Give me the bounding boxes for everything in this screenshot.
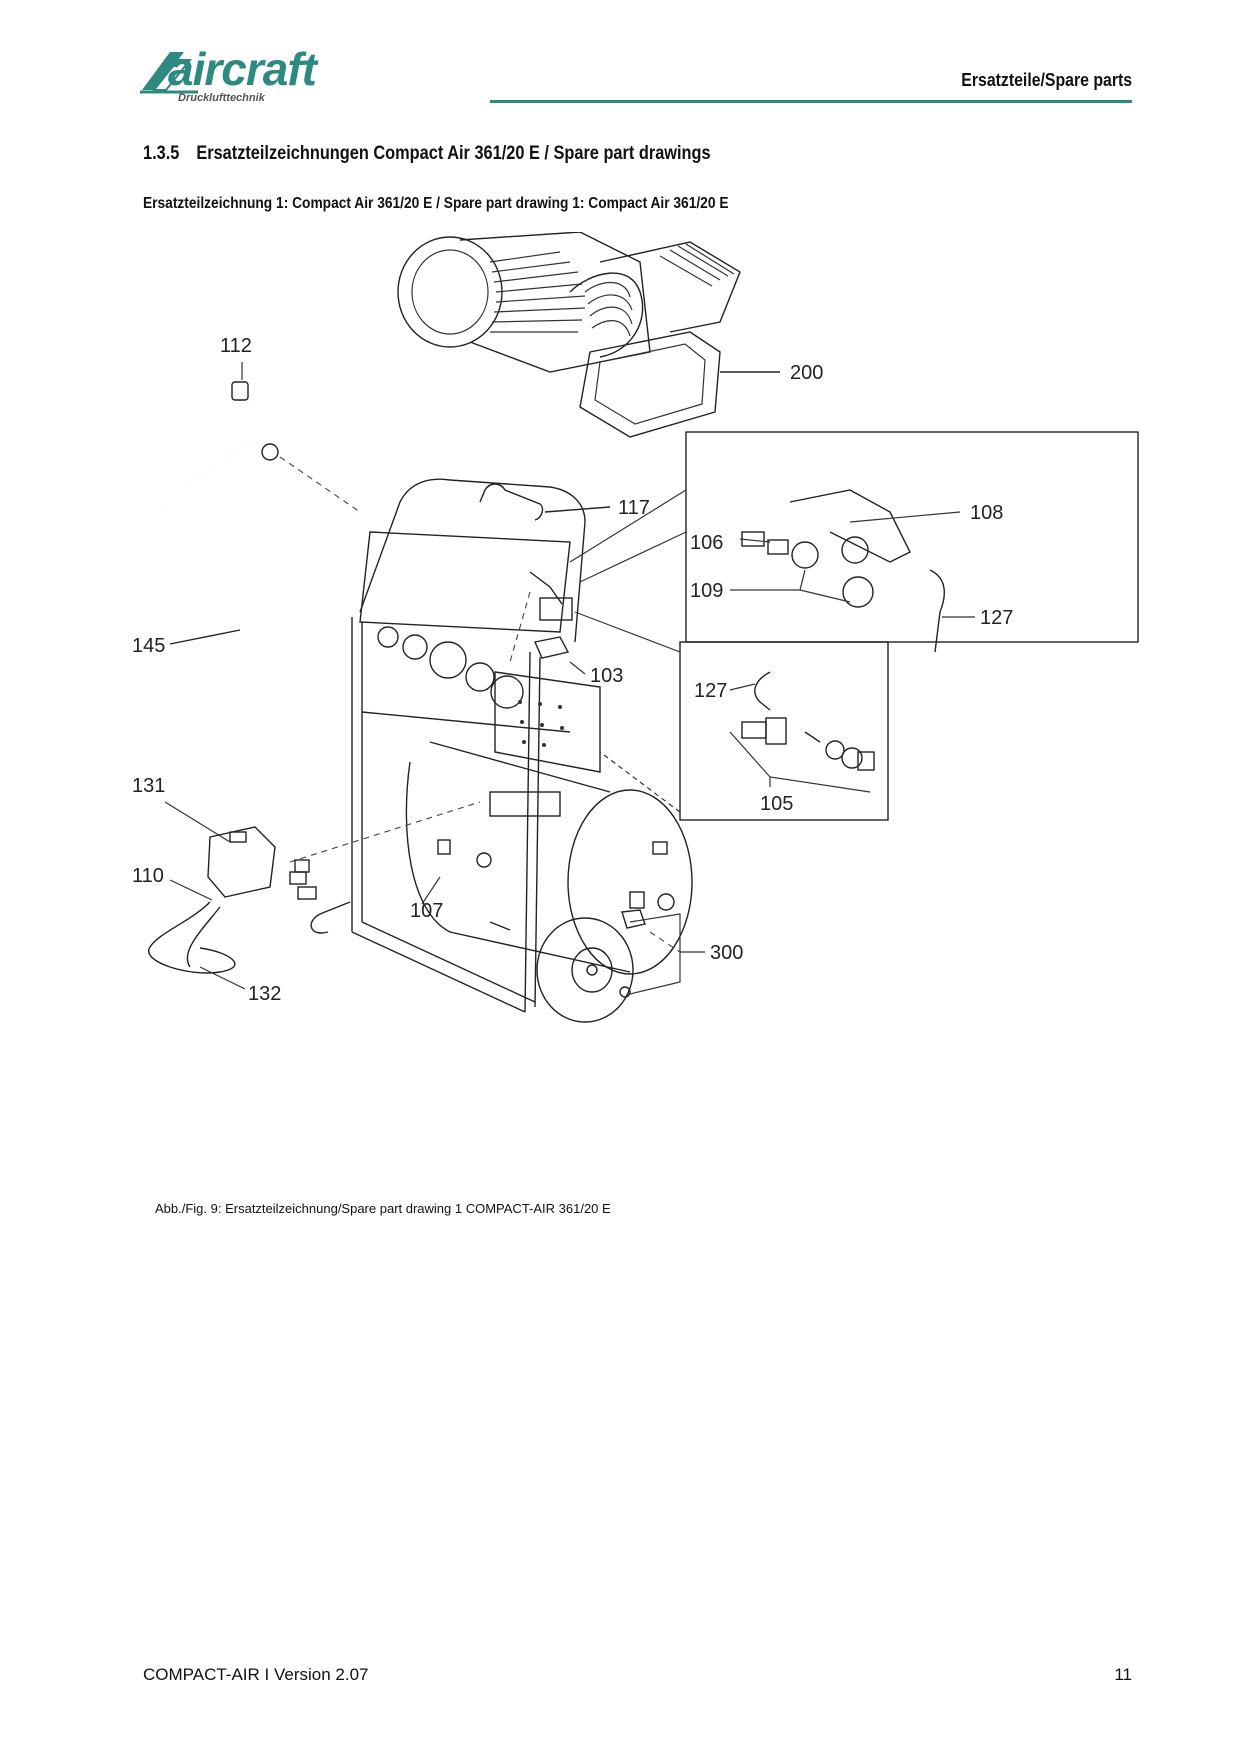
motor-pump-unit: 200 [397, 232, 823, 438]
section-number: 1.3.5 [143, 143, 180, 164]
part-label-127-top: 127 [980, 607, 1013, 629]
logo-wordmark: aircraft [168, 43, 317, 95]
spare-part-drawing: 200 112 145 [132, 232, 1139, 1023]
power-cable-132: 110 132 [132, 865, 281, 1005]
section-title: Ersatzteilzeichnungen Compact Air 361/20… [196, 143, 711, 164]
air-tank [405, 671, 693, 975]
part-label-109: 109 [690, 580, 723, 602]
footer-version: COMPACT-AIR I Version 2.07 [143, 1665, 369, 1684]
part-label-110: 110 [132, 865, 164, 887]
part-label-127-mid: 127 [694, 680, 727, 702]
part-label-300: 300 [710, 942, 743, 964]
header-divider [490, 100, 1132, 103]
figure-caption: Abb./Fig. 9: Ersatzteilzeichnung/Spare p… [155, 1201, 611, 1216]
part-label-108: 108 [970, 502, 1003, 524]
logo-mark-icon [140, 52, 198, 94]
part-label-132: 132 [248, 983, 281, 1005]
part-label-106: 106 [690, 532, 723, 554]
drain-107: 107 [297, 839, 451, 934]
detail-box-valve: 127 105 [574, 611, 889, 821]
fitting-112: 112 [220, 335, 252, 401]
wheel-300: 300 [489, 841, 743, 1023]
part-label-131: 131 [132, 775, 165, 797]
part-label-117: 117 [618, 497, 650, 519]
part-label-105: 105 [760, 793, 793, 815]
section-heading: 1.3.5 Ersatzteilzeichnungen Compact Air 3… [143, 143, 711, 165]
pressure-switch-131: 131 [132, 775, 310, 898]
part-label-112: 112 [220, 335, 252, 357]
bracket-103: 103 [529, 571, 623, 687]
header-section-title: Ersatzteile/Spare parts [961, 70, 1132, 90]
part-label-145: 145 [132, 635, 165, 657]
logo-subtext: Drucklufttechnik [178, 92, 265, 104]
frame [351, 478, 586, 1013]
drawing-subheading: Ersatzteilzeichnung 1: Compact Air 361/2… [143, 195, 729, 212]
part-label-103: 103 [590, 665, 623, 687]
part-label-107: 107 [410, 900, 443, 922]
footer-page-number: 11 [1114, 1665, 1132, 1684]
assembly-lines [279, 456, 681, 953]
aircraft-logo: aircraft Drucklufttechnik [140, 43, 370, 110]
detail-box-manifold: 108 106 109 127 [569, 431, 1139, 653]
handle-grip-117: 117 [479, 483, 650, 521]
hose-145: 145 [132, 406, 292, 657]
part-label-200: 200 [790, 362, 823, 384]
